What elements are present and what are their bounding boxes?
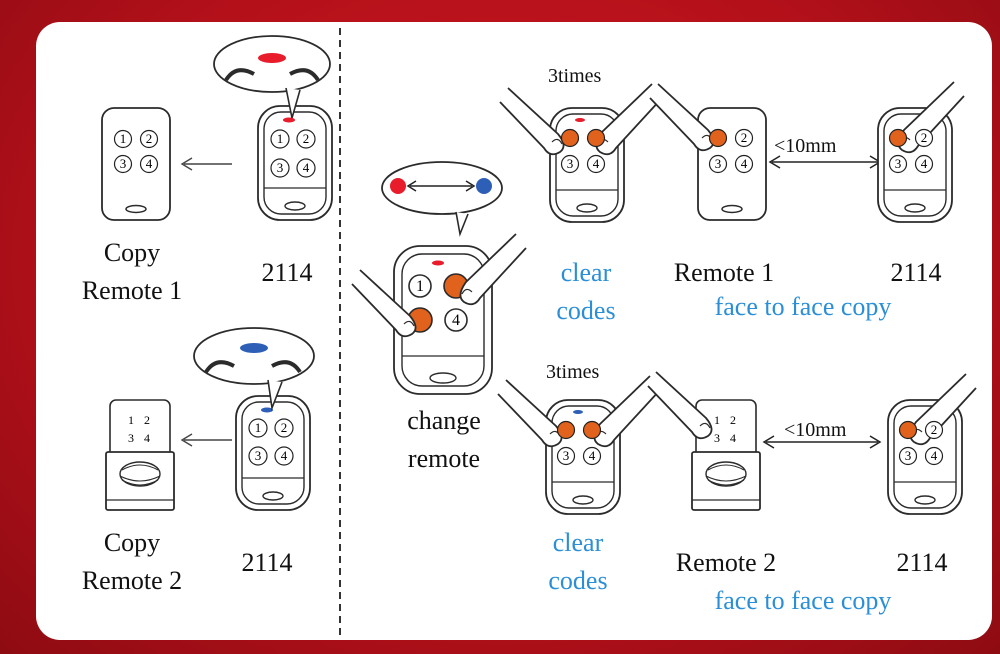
btn-3-label: 3 [255, 448, 262, 463]
row2-target-2114 [887, 373, 977, 515]
instruction-card: 1 2 3 4 1 2 3 4 1 2 3 4 1 2 3 4 1 4 3 [36, 22, 992, 640]
row1-clear-line2: codes [556, 296, 616, 325]
btn-4-label: 4 [452, 312, 460, 329]
btn-1-label: 1 [277, 131, 284, 146]
left-bottom-2114-remote [235, 395, 311, 511]
left-bottom-copy-line2: Remote 2 [81, 566, 183, 595]
btn-4-label: 4 [741, 156, 748, 171]
btn-4-label: 4 [281, 448, 288, 463]
left-top-copy-line1: Copy [103, 238, 161, 267]
btn-3-label: 3 [128, 431, 134, 445]
row1-remote1 [649, 83, 767, 221]
btn-3-label: 3 [905, 448, 912, 463]
btn-2-label: 2 [146, 131, 153, 146]
left-bottom-callout [193, 327, 315, 412]
row1-times-label: 3times [548, 65, 602, 87]
row1-face-copy-label: face to face copy [714, 292, 892, 321]
row1-distance-label: <10mm [774, 135, 837, 157]
btn-2-label: 2 [281, 420, 288, 435]
row1-clear-line1: clear [560, 258, 612, 287]
row2-distance-arrow [762, 435, 882, 449]
btn-3-label: 3 [563, 448, 570, 463]
btn-2-label: 2 [931, 422, 938, 437]
btn-4-label: 4 [589, 448, 596, 463]
small-labels: 3times <10mm 3times <10mm [546, 65, 847, 441]
btn-3-label: 3 [120, 156, 127, 171]
btn-1-label: 1 [128, 413, 134, 427]
left-bottom-copy-remote [105, 399, 175, 511]
btn-1-label: 1 [255, 420, 262, 435]
btn-4-label: 4 [593, 156, 600, 171]
left-top-callout [213, 35, 331, 119]
row1-model-label: 2114 [890, 258, 942, 287]
btn-2-label: 2 [741, 130, 748, 145]
center-2114-remote [351, 233, 527, 395]
row1-target-2114 [877, 81, 965, 223]
btn-3-label: 3 [715, 156, 722, 171]
btn-4-label: 4 [921, 156, 928, 171]
btn-2-label: 2 [921, 130, 928, 145]
btn-4-label: 4 [931, 448, 938, 463]
row2-clear-line2: codes [548, 566, 608, 595]
btn-4-label: 4 [146, 156, 153, 171]
btn-3-label: 3 [895, 156, 902, 171]
left-top-model: 2114 [261, 258, 313, 287]
row1-clear-remote [499, 83, 663, 223]
left-top-copy-line2: Remote 1 [81, 276, 183, 305]
btn-2-label: 2 [144, 413, 150, 427]
left-bottom-model: 2114 [241, 548, 293, 577]
row2-remote-label: Remote 2 [675, 548, 777, 577]
btn-1-label: 1 [120, 131, 127, 146]
row2-times-label: 3times [546, 361, 600, 383]
btn-3-label: 3 [277, 160, 284, 175]
left-top-copy-remote [101, 107, 171, 221]
center-color-callout [381, 161, 503, 237]
btn-1-label: 1 [714, 413, 720, 427]
blue-led-icon [261, 407, 273, 413]
btn-4-label: 4 [303, 160, 310, 175]
row1-distance-arrow [768, 155, 882, 169]
btn-3-label: 3 [714, 431, 720, 445]
button-numbers: 1 2 3 4 1 2 3 4 1 2 3 4 1 2 3 4 1 4 3 [113, 128, 944, 466]
left-bottom-arrow [180, 433, 232, 447]
row2-model-label: 2114 [896, 548, 948, 577]
btn-4-label: 4 [730, 431, 736, 445]
instruction-diagram: 1 2 3 4 1 2 3 4 1 2 3 4 1 2 3 4 1 4 3 [101, 28, 977, 638]
left-bottom-copy-line1: Copy [103, 528, 161, 557]
center-change-label: change [407, 406, 481, 435]
left-top-2114-remote [257, 105, 333, 221]
left-top-arrow [180, 157, 232, 171]
center-remote-label: remote [407, 444, 481, 473]
row2-distance-label: <10mm [784, 419, 847, 441]
btn-1-label: 1 [416, 278, 424, 295]
row1-remote-label: Remote 1 [673, 258, 775, 287]
btn-2-label: 2 [303, 131, 310, 146]
row2-remote2 [647, 371, 761, 511]
row2-clear-line1: clear [552, 528, 604, 557]
row2-face-copy-label: face to face copy [714, 586, 892, 615]
btn-2-label: 2 [730, 413, 736, 427]
btn-3-label: 3 [567, 156, 574, 171]
btn-4-label: 4 [144, 431, 150, 445]
row2-clear-remote [497, 375, 661, 515]
red-led-icon [283, 117, 295, 123]
